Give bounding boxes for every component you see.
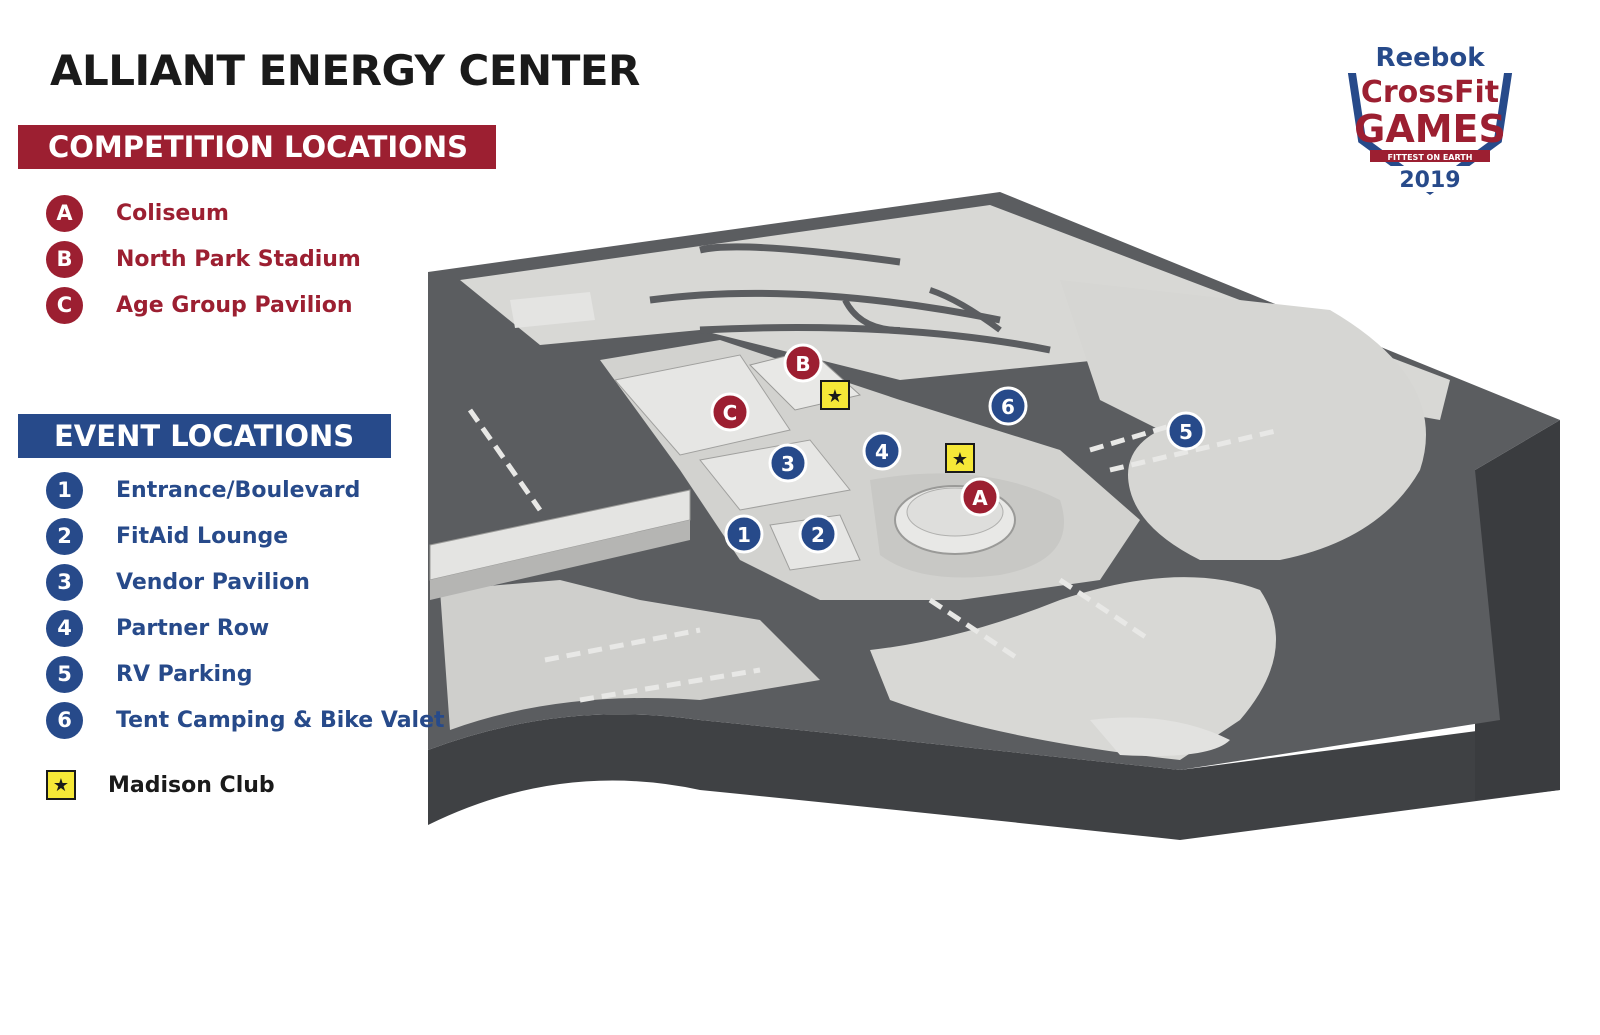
legend-label: Coliseum <box>116 200 229 226</box>
event-legend: 1 Entrance/Boulevard 2 FitAid Lounge 3 V… <box>46 467 445 743</box>
legend-item-tent-camping[interactable]: 6 Tent Camping & Bike Valet <box>46 697 445 743</box>
legend-label: Entrance/Boulevard <box>116 477 361 503</box>
legend-item-entrance[interactable]: 1 Entrance/Boulevard <box>46 467 445 513</box>
age-group-building <box>614 354 791 456</box>
competition-locations-header: COMPETITION LOCATIONS <box>18 125 496 169</box>
legend-label: Tent Camping & Bike Valet <box>116 707 445 733</box>
legend-label: Vendor Pavilion <box>116 569 310 595</box>
legend-item-partner-row[interactable]: 4 Partner Row <box>46 605 445 651</box>
marker-b-label: B <box>795 352 810 376</box>
madison-club-marker-north[interactable]: ★ <box>820 380 850 410</box>
marker-1[interactable]: 1 <box>724 514 764 554</box>
badge-1: 1 <box>46 471 83 509</box>
badge-6: 6 <box>46 701 83 739</box>
legend-label: Age Group Pavilion <box>116 292 353 318</box>
badge-a: A <box>46 194 83 232</box>
star-icon: ★ <box>46 770 76 800</box>
badge-b: B <box>46 240 83 278</box>
south-lawn <box>870 577 1276 760</box>
marker-6[interactable]: 6 <box>988 386 1028 426</box>
crossfit-games-logo: Reebok CrossFit GAMES FITTEST ON EARTH 2… <box>1335 43 1525 195</box>
legend-item-rv-parking[interactable]: 5 RV Parking <box>46 651 445 697</box>
legend-label: Partner Row <box>116 615 270 641</box>
legend-item-coliseum[interactable]: A Coliseum <box>46 190 361 236</box>
badge-3: 3 <box>46 563 83 601</box>
east-lawn <box>1060 280 1426 560</box>
logo-brand: Reebok <box>1375 43 1485 73</box>
badge-2: 2 <box>46 517 83 555</box>
west-lot-light <box>440 580 820 730</box>
marker-2[interactable]: 2 <box>798 514 838 554</box>
marker-6-label: 6 <box>1001 395 1015 419</box>
marker-a-label: A <box>972 486 988 510</box>
marker-4[interactable]: 4 <box>862 431 902 471</box>
map-base-side <box>428 714 1560 840</box>
marker-b[interactable]: B <box>783 343 823 383</box>
marker-a[interactable]: A <box>960 477 1000 517</box>
marker-c[interactable]: C <box>710 392 750 432</box>
event-locations-header: EVENT LOCATIONS <box>18 414 391 458</box>
logo-line1: CrossFit <box>1361 75 1499 110</box>
logo-tagline: FITTEST ON EARTH <box>1388 153 1473 162</box>
marker-c-label: C <box>723 401 738 425</box>
legend-label: RV Parking <box>116 661 253 687</box>
marker-2-label: 2 <box>811 523 825 547</box>
marker-5-label: 5 <box>1179 420 1193 444</box>
legend-item-vendor-pavilion[interactable]: 3 Vendor Pavilion <box>46 559 445 605</box>
marker-4-label: 4 <box>875 440 889 464</box>
legend-label: FitAid Lounge <box>116 523 289 549</box>
competition-legend: A Coliseum B North Park Stadium C Age Gr… <box>46 190 361 328</box>
north-pond <box>510 292 595 328</box>
star-icon: ★ <box>952 449 968 470</box>
legend-item-north-park-stadium[interactable]: B North Park Stadium <box>46 236 361 282</box>
legend-label: North Park Stadium <box>116 246 361 272</box>
marker-3-label: 3 <box>781 452 795 476</box>
logo-year: 2019 <box>1399 168 1460 193</box>
legend-item-madison-club[interactable]: ★ Madison Club <box>46 770 275 800</box>
marker-1-label: 1 <box>737 523 751 547</box>
madison-club-label: Madison Club <box>108 772 275 798</box>
madison-club-marker-east[interactable]: ★ <box>945 443 975 473</box>
star-icon: ★ <box>827 386 843 407</box>
badge-4: 4 <box>46 609 83 647</box>
legend-item-fitaid-lounge[interactable]: 2 FitAid Lounge <box>46 513 445 559</box>
marker-5[interactable]: 5 <box>1166 411 1206 451</box>
badge-5: 5 <box>46 655 83 693</box>
marker-3[interactable]: 3 <box>768 443 808 483</box>
logo-line2: GAMES <box>1354 107 1506 151</box>
page-title: ALLIANT ENERGY CENTER <box>50 46 640 95</box>
south-pond <box>1090 717 1230 756</box>
badge-c: C <box>46 286 83 324</box>
legend-item-age-group-pavilion[interactable]: C Age Group Pavilion <box>46 282 361 328</box>
